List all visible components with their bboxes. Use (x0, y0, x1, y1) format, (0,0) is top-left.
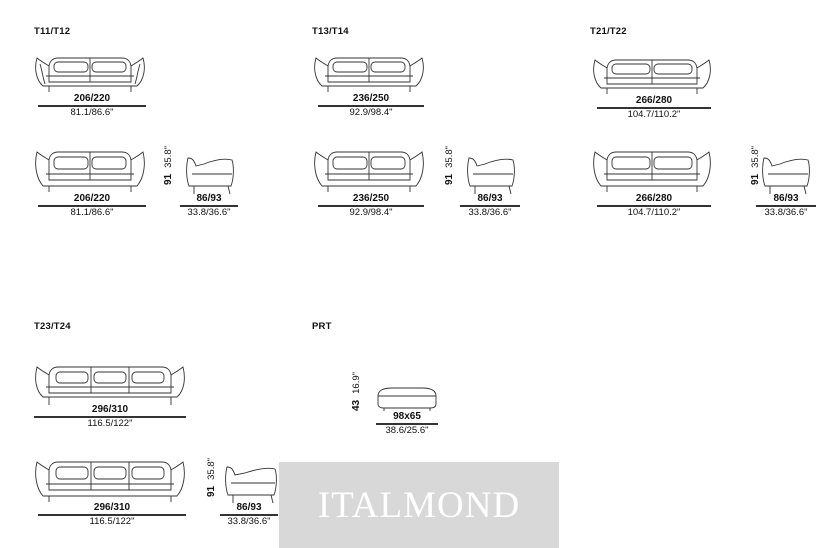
height-cm: 91 (206, 485, 217, 497)
dimension-rule (220, 514, 278, 516)
watermark-logo-text: ITALMOND (317, 484, 521, 526)
dimension-inches: 92.9/98.4" (349, 107, 393, 118)
depth-dimension: 86/93 33.8/36.6" (220, 503, 278, 527)
dimension-cm: 266/280 (635, 193, 673, 204)
dimension-rule (38, 514, 186, 516)
height-inches: 35.8" (163, 146, 174, 168)
dimension-rule (597, 107, 711, 109)
height-dimension: 43 16.9" (347, 372, 363, 411)
sofa-side-view-drawing (225, 466, 277, 504)
depth-dimension: 86/93 33.8/36.6" (180, 194, 238, 218)
dimension-rule (376, 423, 438, 425)
dimension-inches: 81.1/86.6" (70, 107, 114, 118)
sofa-front-view-drawing-alt (314, 151, 424, 192)
dimension-rule (318, 205, 424, 207)
ottoman-size-dimension: 98x65 38.6/25.6" (376, 412, 438, 436)
depth-inches: 33.8/36.6" (227, 516, 271, 527)
sofa-front-view-drawing (314, 57, 424, 92)
ottoman-drawing (377, 387, 437, 411)
height-inches: 16.9" (351, 372, 362, 394)
dimension-rule (460, 205, 520, 207)
dimension-cm: 296/310 (93, 502, 131, 513)
sofa-width-dimension-alt: 296/310 116.5/122" (38, 503, 186, 527)
height-inches: 35.8" (206, 458, 217, 480)
dimension-rule (34, 416, 186, 418)
sofa-width-dimension: 296/310 116.5/122" (34, 405, 186, 429)
sofa-front-view-drawing (35, 57, 145, 92)
dimension-cm: 236/250 (352, 193, 390, 204)
sofa-front-view-drawing-alt (35, 461, 185, 502)
model-title-prt: PRT (312, 321, 332, 332)
depth-inches: 33.8/36.6" (187, 207, 231, 218)
sofa-width-dimension: 236/250 92.9/98.4" (318, 94, 424, 118)
height-cm: 91 (163, 173, 174, 185)
watermark-box: ITALMOND (279, 462, 559, 548)
model-title-t23-t24: T23/T24 (34, 321, 71, 332)
height-dimension: 91 35.8" (159, 146, 175, 185)
sofa-width-dimension: 206/220 81.1/86.6" (38, 94, 146, 118)
sofa-width-dimension-alt: 266/280 104.7/110.2" (597, 194, 711, 218)
height-cm: 91 (444, 173, 455, 185)
height-cm: 43 (351, 399, 362, 411)
depth-inches: 33.8/36.6" (764, 207, 808, 218)
sofa-front-view-drawing (593, 59, 711, 94)
model-title-t21-t22: T21/T22 (590, 26, 627, 37)
depth-cm: 86/93 (236, 502, 262, 513)
dimension-inches: 116.5/122" (87, 418, 133, 429)
sofa-front-view-drawing-alt (35, 151, 145, 192)
sofa-width-dimension-alt: 206/220 81.1/86.6" (38, 194, 146, 218)
dimension-rule (597, 205, 711, 207)
dimension-cm: 296/310 (91, 404, 129, 415)
sofa-side-view-drawing (762, 157, 810, 195)
dimension-cm: 206/220 (73, 93, 111, 104)
dimension-cm: 206/220 (73, 193, 111, 204)
dimension-inches: 104.7/110.2" (627, 109, 681, 120)
depth-dimension: 86/93 33.8/36.6" (460, 194, 520, 218)
sofa-side-view-drawing (186, 157, 234, 195)
dimension-cm: 98x65 (393, 411, 421, 422)
dimension-rule (180, 205, 238, 207)
dimension-cm: 236/250 (352, 93, 390, 104)
depth-inches: 33.8/36.6" (468, 207, 512, 218)
depth-cm: 86/93 (477, 193, 503, 204)
height-dimension: 91 35.8" (440, 146, 456, 185)
dimension-inches: 116.5/122" (89, 516, 135, 527)
sofa-front-view-drawing (35, 366, 185, 405)
dimension-rule (38, 205, 146, 207)
dimension-rule (756, 205, 816, 207)
dimension-inches: 104.7/110.2" (627, 207, 681, 218)
height-inches: 35.8" (444, 146, 455, 168)
model-title-t13-t14: T13/T14 (312, 26, 349, 37)
sofa-width-dimension-alt: 236/250 92.9/98.4" (318, 194, 424, 218)
sofa-side-view-drawing (467, 157, 515, 195)
sofa-front-view-drawing-alt (593, 151, 711, 192)
depth-dimension: 86/93 33.8/36.6" (756, 194, 816, 218)
sofa-width-dimension: 266/280 104.7/110.2" (597, 96, 711, 120)
model-title-t11-t12: T11/T12 (34, 26, 71, 37)
depth-cm: 86/93 (196, 193, 222, 204)
dimension-rule (38, 105, 146, 107)
depth-cm: 86/93 (773, 193, 799, 204)
dimension-cm: 266/280 (635, 95, 673, 106)
dimension-inches: 92.9/98.4" (349, 207, 393, 218)
dimension-inches: 38.6/25.6" (385, 425, 429, 436)
dimension-inches: 81.1/86.6" (70, 207, 114, 218)
height-dimension: 91 35.8" (202, 458, 218, 497)
dimension-rule (318, 105, 424, 107)
